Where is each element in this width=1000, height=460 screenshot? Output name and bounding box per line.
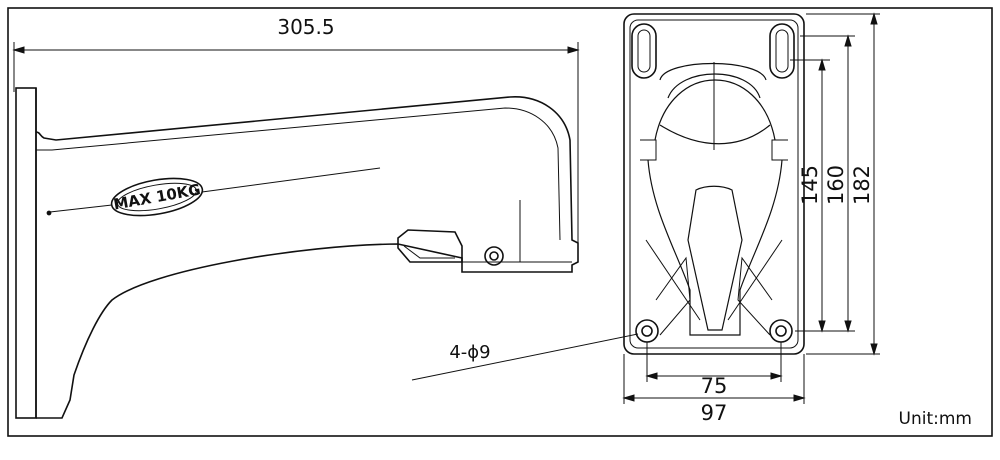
mount-hole-right xyxy=(769,319,793,343)
length-dimension xyxy=(12,42,580,245)
bracket-arm xyxy=(35,96,579,419)
mount-plate xyxy=(623,13,805,355)
height-label: 182 xyxy=(850,165,874,205)
slot-height-label: 160 xyxy=(824,165,848,205)
spacing-vertical-label: 145 xyxy=(798,165,822,205)
drawing-border xyxy=(7,7,993,437)
length-label: 305.5 xyxy=(277,15,334,39)
hole-leader-line xyxy=(411,333,639,381)
arm-inner-edge xyxy=(36,107,561,241)
horizontal-dimensions xyxy=(622,342,806,404)
slot-left xyxy=(631,23,657,79)
clamp xyxy=(397,229,463,263)
vertical-dimensions xyxy=(790,12,880,356)
hole-spec-label: 4-ϕ9 xyxy=(449,342,490,363)
unit-label: Unit:mm xyxy=(899,409,972,429)
load-rating-badge: MAX 10KG xyxy=(110,177,204,217)
bracket-rear-view xyxy=(623,13,805,355)
mount-hole-left xyxy=(635,319,659,343)
slot-right xyxy=(769,23,795,79)
bolt-icon xyxy=(484,246,504,266)
bracket-side-view xyxy=(15,87,579,419)
wall-plate xyxy=(15,87,37,419)
width-label: 97 xyxy=(701,401,728,425)
spacing-horizontal-label: 75 xyxy=(701,374,728,398)
